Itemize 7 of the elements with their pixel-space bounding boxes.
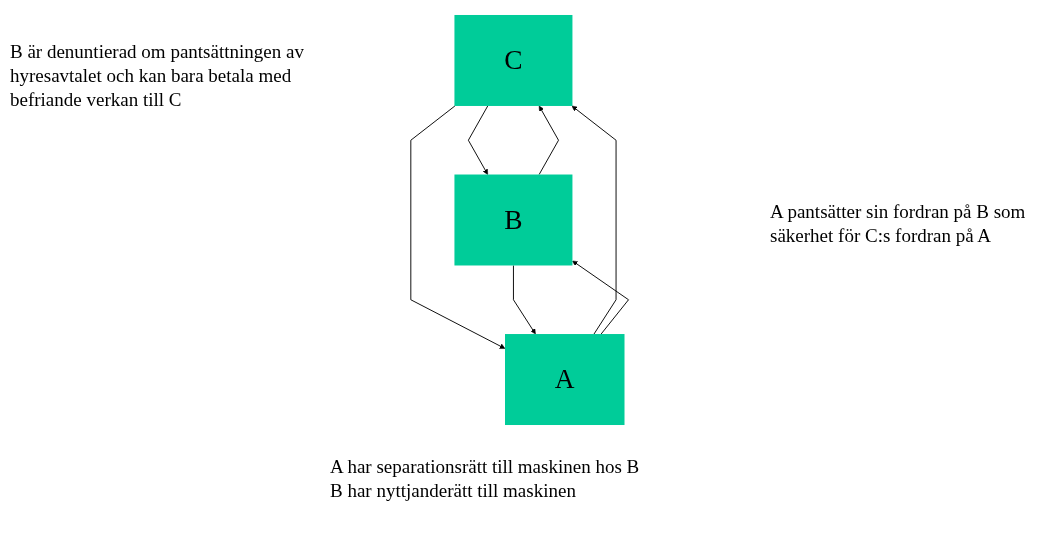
node-box: A bbox=[505, 334, 625, 425]
node-box: B bbox=[454, 174, 573, 266]
note-text: A pantsätter sin fordran på B som säkerhet för C:s fordran på A bbox=[770, 200, 1027, 248]
node-box: C bbox=[454, 15, 573, 106]
note-text: A har separationsrätt till maskinen hos B bbox=[330, 455, 641, 479]
note-text: B har nyttjanderätt till maskinen bbox=[330, 479, 577, 503]
note-text: B är denuntierad om pantsättningen av hyresavtalet och kan bara betala med befriande verkan till C bbox=[10, 40, 305, 112]
